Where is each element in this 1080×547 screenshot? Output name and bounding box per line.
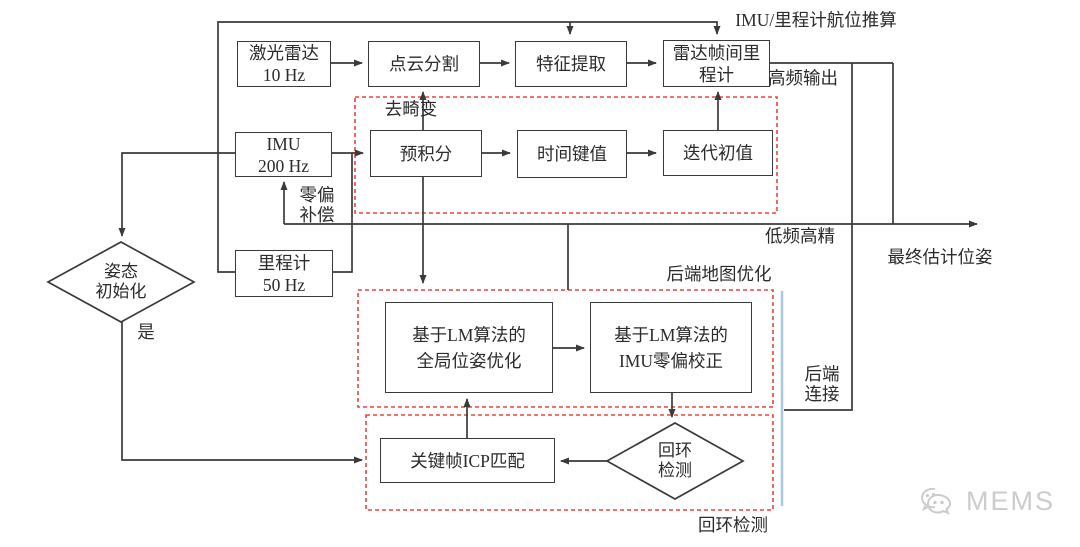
node-lidar-odometry: 雷达帧间里 程计 — [663, 40, 770, 87]
wire-dead-reckoning — [217, 21, 721, 273]
node-imu-rate: 200 Hz — [257, 155, 310, 176]
node-time-key: 时间键值 — [517, 130, 627, 178]
node-time-key-label: 时间键值 — [537, 144, 607, 164]
node-preintegration: 预积分 — [370, 130, 482, 177]
wire-backend-connection — [784, 63, 853, 411]
label-low-freq-high-acc: 低频高精 — [765, 226, 835, 246]
pose-init-diamond — [46, 241, 196, 323]
node-imu-label: IMU — [266, 133, 301, 154]
mems-watermark: MEMS — [914, 478, 1064, 524]
node-imu-bias-correct: 基于LM算法的 IMU零偏校正 — [590, 302, 752, 393]
mems-watermark-text: MEMS — [966, 485, 1055, 516]
node-imu: IMU 200 Hz — [235, 132, 332, 177]
node-keyframe-icp: 关键帧ICP匹配 — [380, 438, 555, 483]
loop-detect-diamond-label: 回环 检测 — [658, 441, 692, 480]
node-global-opt-label2: 全局位姿优化 — [416, 350, 522, 371]
label-high-freq-output: 高频输出 — [768, 68, 838, 88]
wire-poseinit-to-loopgroup — [121, 322, 363, 464]
node-global-opt: 基于LM算法的 全局位姿优化 — [385, 302, 553, 393]
node-iter-init-label: 迭代初值 — [683, 143, 753, 163]
node-iter-init: 迭代初值 — [663, 130, 773, 176]
label-backend-map-opt: 后端地图优化 — [666, 264, 772, 284]
label-dead-reckoning: IMU/里程计航位推算 — [735, 10, 897, 30]
loop-detect-diamond — [605, 422, 745, 500]
node-preintegration-label: 预积分 — [399, 143, 453, 164]
node-lidar-label: 激光雷达 — [249, 43, 319, 63]
wechat-logo-icon — [920, 487, 952, 515]
label-bias-compensation: 零偏 补偿 — [299, 185, 335, 225]
label-final-pose: 最终估计位姿 — [887, 247, 993, 267]
node-lidar-odometry-label2: 程计 — [699, 64, 734, 85]
group-loop-detect-box — [365, 414, 774, 511]
label-loop-detect-group: 回环检测 — [698, 515, 768, 535]
node-odometer-rate: 50 Hz — [262, 274, 306, 295]
node-global-opt-label1: 基于LM算法的 — [412, 324, 526, 345]
node-pointcloud-seg-label: 点云分割 — [389, 54, 459, 74]
node-pointcloud-seg: 点云分割 — [368, 41, 480, 87]
label-de-distortion: 去畸变 — [384, 99, 438, 119]
node-imu-bias-correct-label1: 基于LM算法的 — [614, 324, 728, 345]
node-feature-extract-label: 特征提取 — [536, 54, 606, 74]
node-odometer-label: 里程计 — [257, 252, 311, 273]
node-feature-extract: 特征提取 — [515, 41, 627, 87]
wire-imu-to-poseinit — [118, 152, 235, 237]
node-imu-bias-correct-label2: IMU零偏校正 — [618, 350, 724, 371]
node-keyframe-icp-label: 关键帧ICP匹配 — [410, 450, 525, 471]
label-backend-connection: 后端 连接 — [804, 364, 840, 404]
node-lidar-rate: 10 Hz — [262, 65, 306, 85]
wire-odometer-riser — [333, 153, 353, 273]
node-lidar-odometry-label1: 雷达帧间里 — [672, 42, 761, 63]
label-yes: 是 — [137, 322, 155, 342]
node-lidar: 激光雷达 10 Hz — [237, 41, 331, 87]
node-odometer: 里程计 50 Hz — [235, 250, 333, 297]
pose-init-diamond-label: 姿态 初始化 — [95, 262, 147, 301]
